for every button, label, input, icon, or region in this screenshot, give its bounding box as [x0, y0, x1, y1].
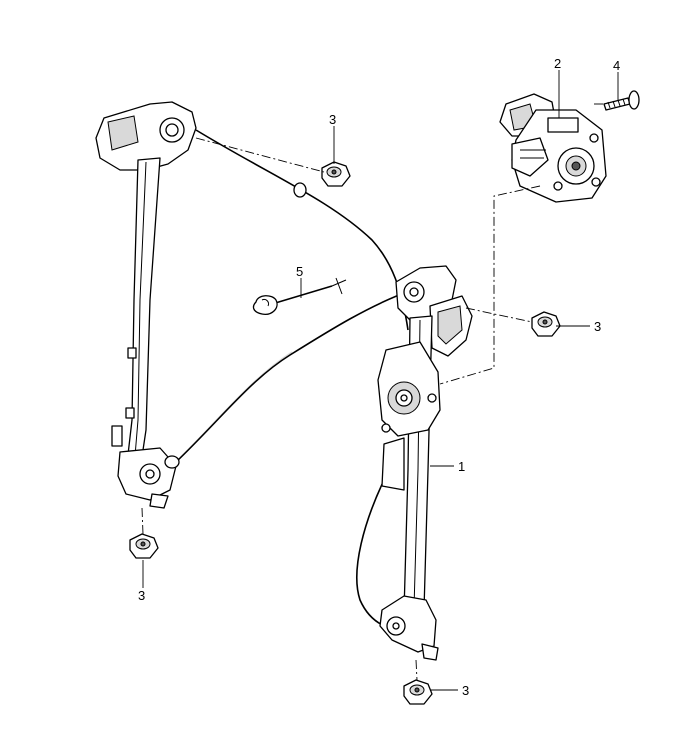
nut-bottom	[403, 679, 433, 705]
callout-1: 1	[458, 459, 465, 474]
window-motor	[499, 93, 607, 203]
callout-labels: 1 2 3 3 3 3 4 5	[138, 56, 620, 698]
callout-2: 2	[554, 56, 561, 71]
callout-3-bottom: 3	[462, 683, 469, 698]
window-regulator-right-rail	[377, 265, 473, 661]
callout-5: 5	[296, 264, 303, 279]
cable-tie	[252, 277, 347, 315]
callout-3-left: 3	[138, 588, 145, 603]
nut-left	[129, 533, 159, 559]
nut-top	[321, 161, 351, 187]
callout-3-top: 3	[329, 112, 336, 127]
assembly-lines	[141, 103, 604, 681]
regulator-cables	[164, 129, 413, 629]
callout-4: 4	[613, 58, 620, 73]
leader-lines	[142, 70, 619, 691]
callout-3-right: 3	[594, 319, 601, 334]
screw	[603, 90, 640, 111]
nut-right	[531, 311, 561, 337]
window-regulator-left-rail	[95, 101, 197, 509]
